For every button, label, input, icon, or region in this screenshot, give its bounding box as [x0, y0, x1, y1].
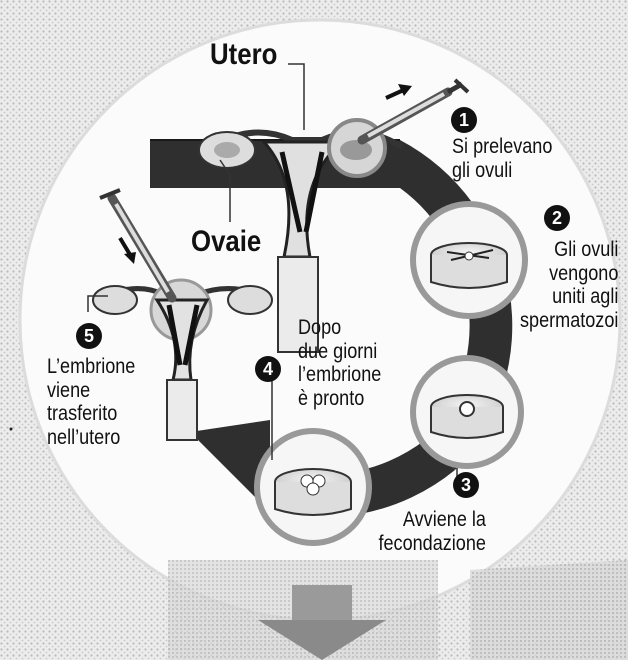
step-5-text: L’embrione viene trasferito nell’utero	[47, 355, 135, 449]
step-5-badge: 5	[76, 323, 102, 349]
step-3-badge: 3	[453, 472, 479, 498]
petri-dish-icon	[413, 358, 521, 466]
step-1-badge: 1	[451, 107, 477, 133]
stippled-patch	[470, 560, 628, 660]
ovaries-label: Ovaie	[191, 227, 261, 257]
step-4-text: Dopo due giorni l’embrione è pronto	[298, 316, 381, 410]
petri-dish-icon	[413, 204, 525, 316]
step-3-text: Avviene la fecondazione	[379, 508, 486, 555]
step-2-text: Gli ovuli vengono uniti agli spermatozoi	[520, 238, 618, 332]
uterus-label: Utero	[210, 40, 277, 70]
step-2-badge: 2	[544, 205, 570, 231]
step-4-badge: 4	[255, 356, 281, 382]
ovary-icon	[340, 140, 372, 160]
petri-dish-icon	[257, 431, 369, 543]
step-1-text: Si prelevano gli ovuli	[452, 135, 552, 182]
scan-speck	[10, 428, 13, 431]
